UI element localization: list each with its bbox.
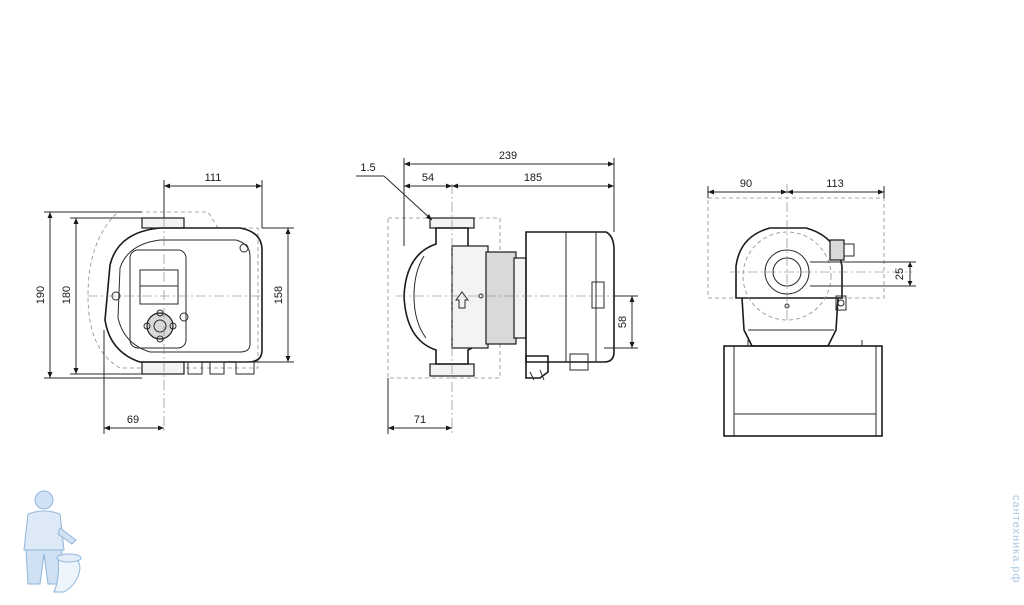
dim-side-total: 239 <box>499 150 517 162</box>
dim-top-right: 113 <box>826 178 844 190</box>
watermark-text: сантехника.рф <box>1010 495 1022 584</box>
dim-side-left: 54 <box>422 172 434 184</box>
dim-front-height-inner: 180 <box>61 286 73 304</box>
dim-top-left: 90 <box>740 178 752 190</box>
top-view: 90 113 25 <box>707 178 916 437</box>
dim-side-offset: 71 <box>414 414 426 426</box>
dim-front-width: 111 <box>205 172 222 184</box>
dim-side-height: 58 <box>617 316 629 328</box>
dim-front-height-right: 158 <box>273 286 285 304</box>
dim-top-height: 25 <box>894 268 906 280</box>
front-view: 111 190 180 158 69 <box>35 172 294 434</box>
plumber-logo <box>23 490 82 593</box>
side-view: 239 54 185 1.5 58 71 <box>356 150 638 436</box>
dim-front-offset: 69 <box>127 414 139 426</box>
dim-front-height-outer: 190 <box>35 286 47 304</box>
dim-side-right: 185 <box>524 172 542 184</box>
dim-side-thickness: 1.5 <box>360 162 375 174</box>
